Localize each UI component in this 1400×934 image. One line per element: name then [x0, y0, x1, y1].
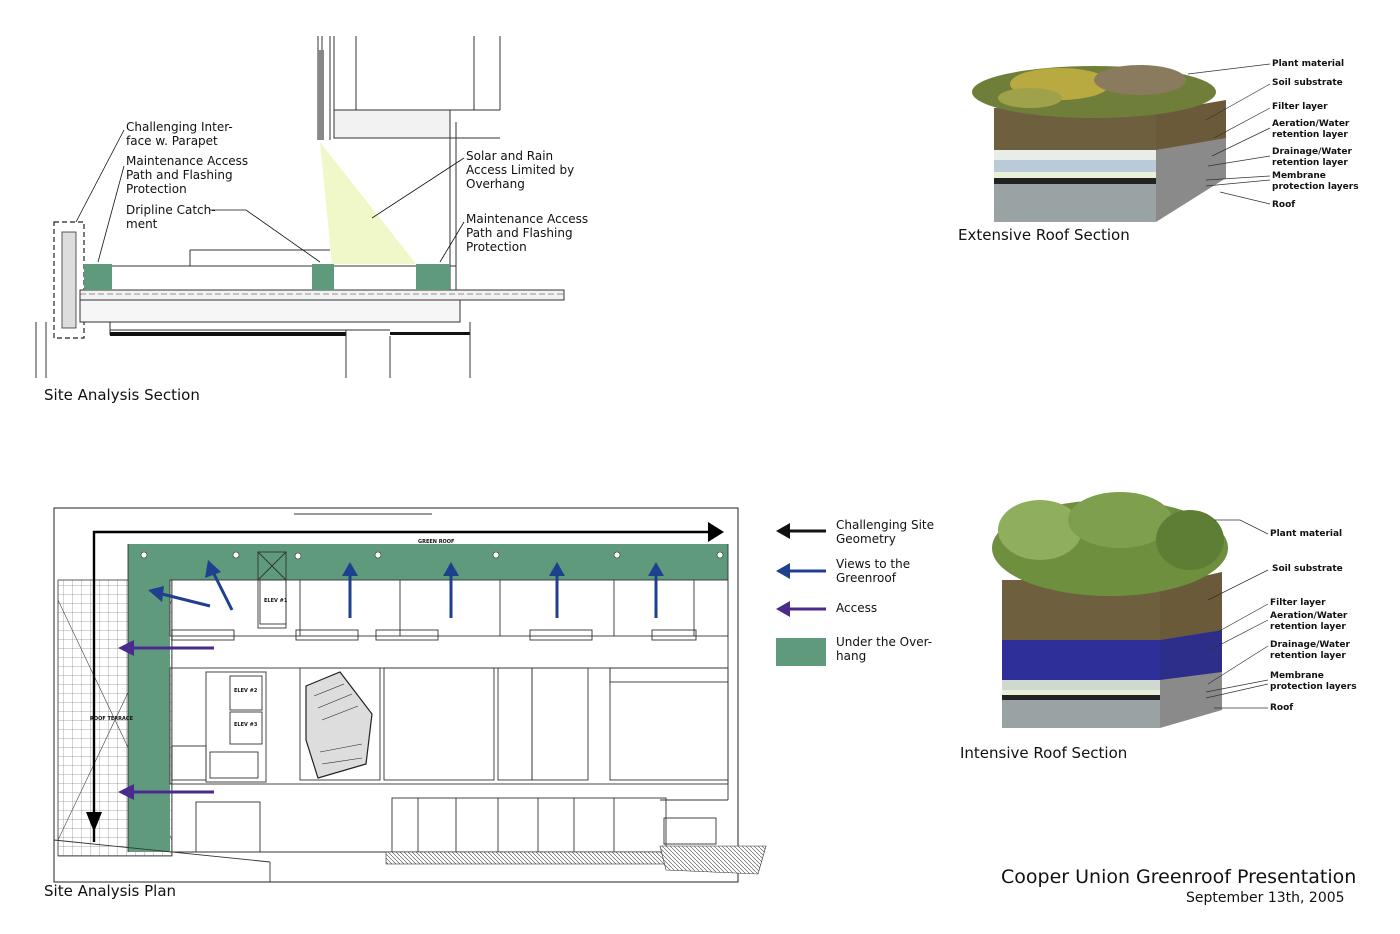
label-maintenance-left: Maintenance Access Path and Flashing Pro… [126, 154, 249, 196]
ext-layer-filter: Filter layer [1272, 102, 1328, 112]
int-layer-filter: Filter layer [1270, 598, 1326, 608]
solar-access-cone [320, 142, 416, 264]
label-dripline: Dripline Catch- ment [126, 203, 216, 231]
extensive-caption: Extensive Roof Section [958, 226, 1130, 244]
presentation-title: Cooper Union Greenroof Presentation [1001, 866, 1357, 888]
site-section-caption: Site Analysis Section [44, 386, 200, 404]
legend-views: Views to the Greenroof [836, 557, 911, 585]
legend-access: Access [836, 601, 878, 615]
maintenance-path-right [416, 264, 450, 290]
ext-layer-membrane: Membrane protection layers [1272, 171, 1359, 192]
elev1-label: ELEV #1 [264, 598, 288, 604]
green-roof-label: GREEN ROOF [418, 539, 455, 545]
ext-layer-soil: Soil substrate [1272, 78, 1343, 88]
ext-layer-roof: Roof [1272, 200, 1296, 210]
site-plan-caption: Site Analysis Plan [44, 882, 177, 900]
label-maintenance-right: Maintenance Access Path and Flashing Pro… [466, 212, 589, 254]
elev2-label: ELEV #2 [234, 688, 258, 694]
legend-arrow-black [776, 523, 826, 539]
int-layer-plant: Plant material [1270, 529, 1343, 539]
ext-layer-drainage: Drainage/Water retention layer [1272, 147, 1352, 168]
legend-arrow-blue [776, 563, 826, 579]
int-layer-aeration: Aeration/Water retention layer [1270, 611, 1348, 632]
legend-overhang: Under the Over- hang [836, 635, 933, 663]
ext-layer-aeration: Aeration/Water retention layer [1272, 119, 1350, 140]
green-roof-band [128, 544, 728, 580]
maintenance-path-left [84, 264, 112, 290]
dripline-catchment [312, 264, 334, 290]
int-layer-membrane: Membrane protection layers [1270, 671, 1357, 692]
intensive-caption: Intensive Roof Section [960, 744, 1128, 762]
legend-swatch-green [776, 638, 826, 666]
green-roof-terrace-strip [128, 580, 170, 852]
label-parapet: Challenging Inter- face w. Parapet [126, 120, 233, 148]
int-layer-soil: Soil substrate [1272, 564, 1343, 574]
ext-layer-plant: Plant material [1272, 59, 1345, 69]
elev3-label: ELEV #3 [234, 722, 258, 728]
presentation-date: September 13th, 2005 [1186, 890, 1345, 906]
int-layer-drainage: Drainage/Water retention layer [1270, 640, 1350, 661]
legend-arrow-purple [776, 601, 826, 617]
roof-terrace-label: ROOF TERRACE [90, 716, 133, 722]
int-layer-roof: Roof [1270, 703, 1294, 713]
legend-geometry: Challenging Site Geometry [836, 518, 935, 546]
label-solar: Solar and Rain Access Limited by Overhan… [466, 149, 575, 191]
